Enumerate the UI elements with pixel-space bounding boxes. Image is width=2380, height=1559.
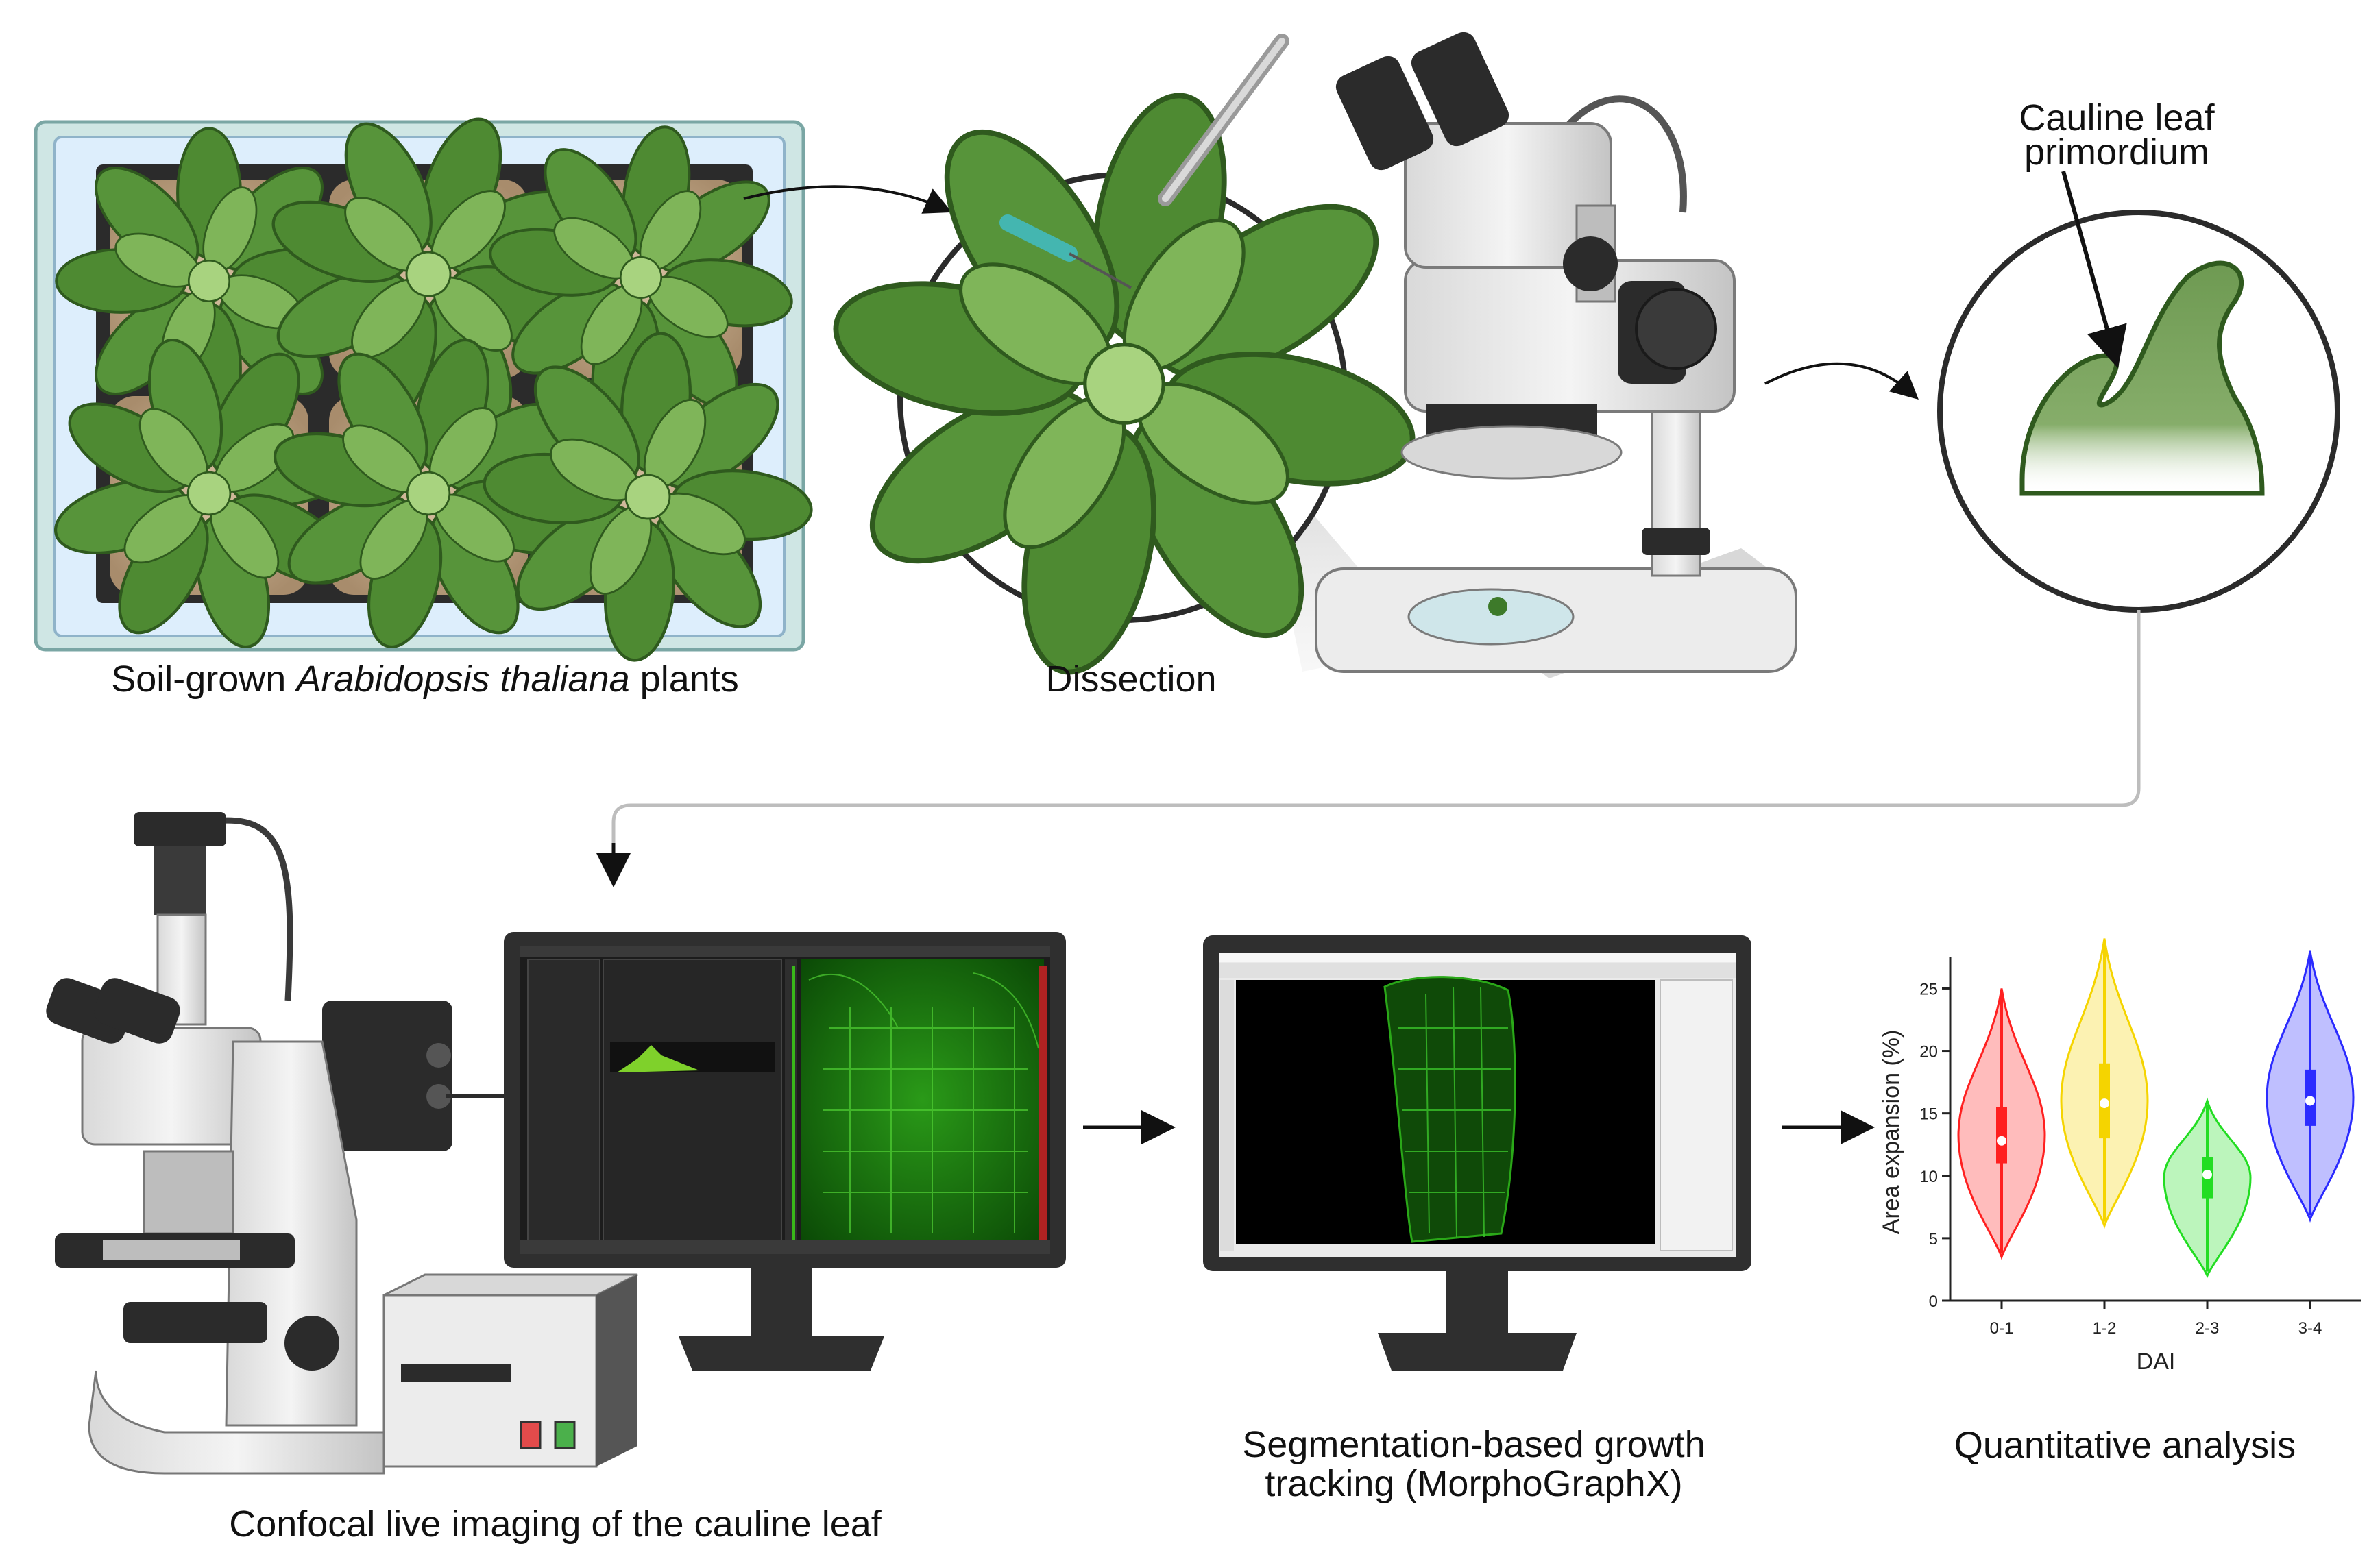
segmentation-monitor <box>1203 935 1751 1371</box>
median-point-0-1 <box>1997 1136 2006 1146</box>
stereo-microscope <box>1315 32 1797 678</box>
caption-segmentation-line1: Segmentation-based growth <box>1242 1424 1705 1465</box>
plant-tray <box>0 64 825 709</box>
iqr-box-0-1 <box>1996 1107 2007 1164</box>
caption-confocal-imaging: Confocal live imaging of the cauline lea… <box>229 1503 882 1545</box>
caption-soil-grown-plants: Soil-grown Arabidopsis thaliana plants <box>82 659 768 700</box>
eyepiece-icon <box>1335 32 1509 171</box>
caption-soil-italic: Arabidopsis thaliana <box>296 659 630 700</box>
x-tick-label: 2-3 <box>2196 1319 2220 1338</box>
caption-segmentation: Segmentation-based growth tracking (Morp… <box>1165 1425 1782 1503</box>
median-point-3-4 <box>2305 1096 2315 1106</box>
needle-icon <box>999 214 1132 289</box>
y-tick-label: 15 <box>1919 1105 1938 1124</box>
x-tick-label: 1-2 <box>2093 1319 2117 1338</box>
caption-segmentation-line2: tracking (MorphoGraphX) <box>1265 1462 1683 1504</box>
caption-quantitative-analysis: Quantitative analysis <box>1954 1425 2296 1466</box>
forceps-icon <box>1158 34 1289 206</box>
controller-box <box>382 1273 638 1468</box>
y-tick-label: 10 <box>1919 1168 1938 1186</box>
dissection-circle <box>775 35 1473 733</box>
segmentation-mesh <box>1383 976 1516 1243</box>
arrow-tray-to-dissection <box>743 185 952 214</box>
caption-soil-pre: Soil-grown <box>111 659 297 700</box>
confocal-monitor <box>504 932 1066 1371</box>
y-axis-label: Area expansion (%) <box>1878 1030 1904 1235</box>
y-tick-label: 25 <box>1919 980 1938 998</box>
caption-soil-post: plants <box>629 659 739 700</box>
y-tick-label: 5 <box>1929 1230 1938 1249</box>
arrow-scope-to-primordium <box>1764 362 1919 400</box>
y-tick-label: 0 <box>1929 1292 1938 1311</box>
median-point-2-3 <box>2202 1169 2212 1179</box>
x-axis-label: DAI <box>2137 1349 2176 1375</box>
arrow-primordium-to-confocal <box>611 610 2141 877</box>
y-tick-label: 20 <box>1919 1043 1938 1061</box>
primordium-circle <box>1937 171 2340 613</box>
x-tick-label: 0-1 <box>1990 1319 2014 1338</box>
confocal-microscope <box>46 812 452 1475</box>
median-point-1-2 <box>2100 1098 2109 1109</box>
primordium-label-line1: Cauline leaf <box>2019 97 2215 138</box>
x-tick-label: 3-4 <box>2298 1319 2322 1338</box>
eyepiece-icon <box>46 978 180 1044</box>
caption-dissection: Dissection <box>1045 659 1217 700</box>
confocal-image <box>808 972 1039 1233</box>
primordium-label-line2: primordium <box>2024 132 2209 173</box>
